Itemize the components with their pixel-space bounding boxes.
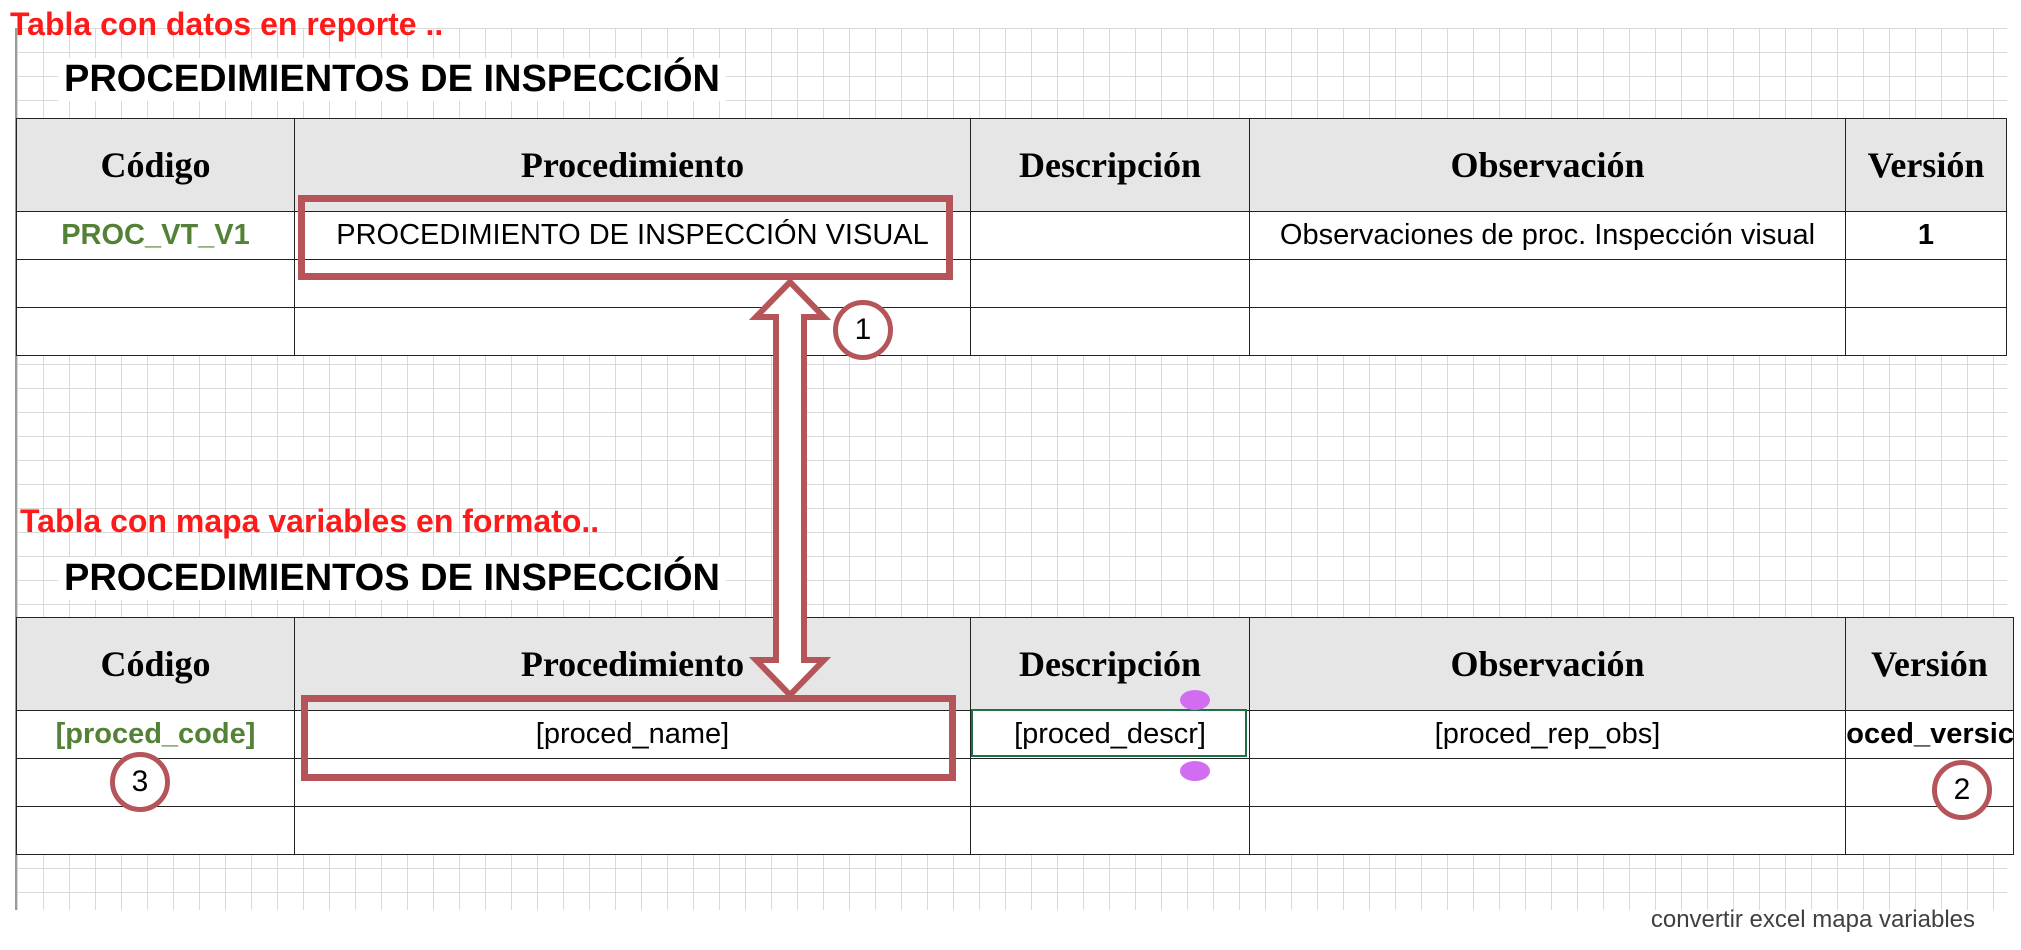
cell-observacion[interactable] (1249, 806, 1846, 855)
cell-descripcion[interactable] (970, 211, 1250, 260)
report-table-annotation: Tabla con datos en reporte .. (10, 6, 444, 42)
header-descripcion[interactable]: Descripción (970, 118, 1250, 212)
header-version[interactable]: Versión (1845, 617, 2014, 711)
cell-codigo[interactable]: PROC_VT_V1 (16, 211, 295, 260)
callout-1: 1 (833, 300, 893, 360)
cell-codigo[interactable] (16, 806, 295, 855)
cell-procedimiento[interactable] (294, 259, 971, 308)
table-row: PROC_VT_V1 PROCEDIMIENTO DE INSPECCIÓN V… (16, 211, 2007, 260)
cell-version[interactable] (1845, 307, 2007, 356)
callout-2: 2 (1932, 760, 1992, 820)
cell-procedimiento-variable[interactable]: [proced_name] (294, 710, 971, 759)
cell-procedimiento[interactable] (294, 806, 971, 855)
callout-3: 3 (110, 752, 170, 812)
template-table-title: PROCEDIMIENTOS DE INSPECCIÓN (58, 557, 726, 600)
cell-descripcion[interactable] (970, 307, 1250, 356)
report-table: Código Procedimiento Descripción Observa… (16, 118, 2007, 356)
cell-descripcion[interactable] (970, 806, 1250, 855)
cell-version[interactable] (1845, 259, 2007, 308)
header-observacion[interactable]: Observación (1249, 617, 1846, 711)
header-codigo[interactable]: Código (16, 118, 295, 212)
header-observacion[interactable]: Observación (1249, 118, 1846, 212)
report-table-title: PROCEDIMIENTOS DE INSPECCIÓN (58, 58, 726, 101)
cell-observacion[interactable] (1249, 259, 1846, 308)
header-version[interactable]: Versión (1845, 118, 2007, 212)
cell-observacion-variable[interactable]: [proced_rep_obs] (1249, 710, 1846, 759)
cell-observacion[interactable]: Observaciones de proc. Inspección visual (1249, 211, 1846, 260)
cell-codigo[interactable] (16, 307, 295, 356)
template-table-annotation: Tabla con mapa variables en formato.. (20, 503, 600, 539)
selection-handle-bottom[interactable] (1180, 761, 1210, 781)
cell-procedimiento[interactable]: PROCEDIMIENTO DE INSPECCIÓN VISUAL (294, 211, 971, 260)
cell-version[interactable]: 1 (1845, 211, 2007, 260)
selection-handle-top[interactable] (1180, 690, 1210, 710)
cell-observacion[interactable] (1249, 307, 1846, 356)
cell-codigo-variable[interactable]: [proced_code] (16, 710, 295, 759)
cell-version[interactable] (1845, 806, 2014, 855)
table-row (16, 806, 2014, 855)
cell-version-variable[interactable]: roced_versic (1845, 710, 2014, 759)
table-row: [proced_code] [proced_name] [proced_desc… (16, 710, 2014, 759)
image-caption: convertir excel mapa variables (1650, 906, 1975, 933)
